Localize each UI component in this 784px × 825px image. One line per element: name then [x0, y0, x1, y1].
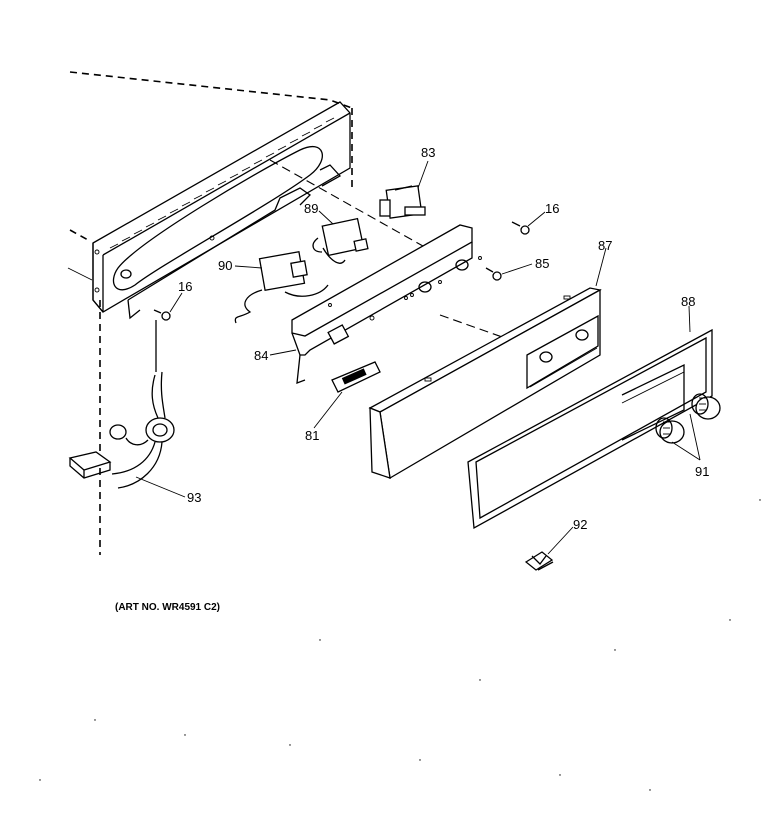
callout-92: 92 [573, 517, 587, 532]
callout-89: 89 [304, 201, 318, 216]
front-trim-87 [368, 287, 602, 480]
callout-88: 88 [681, 294, 695, 309]
screw-16-right [511, 221, 530, 235]
clip-92 [524, 551, 554, 571]
switch-83 [379, 185, 426, 219]
knob-91-upper [691, 393, 721, 420]
callout-90: 90 [218, 258, 232, 273]
knob-91-lower [655, 417, 685, 444]
callout-85: 85 [535, 256, 549, 271]
switch-90 [234, 251, 329, 324]
callout-83: 83 [421, 145, 435, 160]
callout-87: 87 [598, 238, 612, 253]
callout-16-right: 16 [545, 201, 559, 216]
control-plate-84 [291, 224, 482, 384]
connector-81 [331, 361, 381, 393]
scan-speckles [39, 499, 761, 791]
hidden-outline-lines [67, 71, 506, 555]
callout-labels: 83 16 89 87 90 85 16 88 84 81 91 93 92 [178, 145, 709, 532]
overlay-panel-88 [467, 328, 713, 530]
switch-89 [312, 217, 369, 264]
screw-16-left [153, 309, 171, 321]
back-bracket [92, 101, 351, 320]
wire-harness-93 [68, 320, 175, 489]
callout-16-left: 16 [178, 279, 192, 294]
callout-81: 81 [305, 428, 319, 443]
art-number-label: (ART NO. WR4591 C2) [115, 602, 220, 613]
callout-93: 93 [187, 490, 201, 505]
callout-91: 91 [695, 464, 709, 479]
screw-85 [485, 267, 502, 281]
leader-lines [135, 160, 701, 555]
callout-84: 84 [254, 348, 268, 363]
